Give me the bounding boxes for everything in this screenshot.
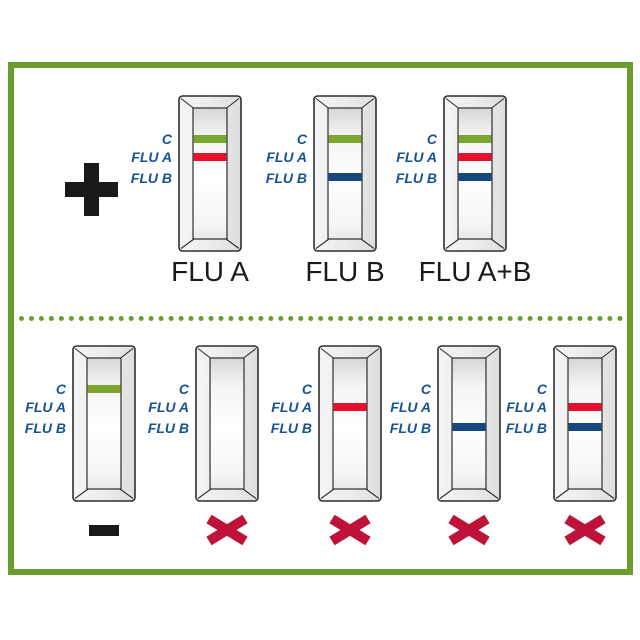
line-label-flu-b: FLU B: [130, 170, 172, 186]
cross-icon: [446, 514, 492, 546]
strip-title: FLU A: [171, 256, 249, 287]
flu-a-line: [568, 403, 602, 411]
line-label-flu-a: FLU A: [390, 399, 431, 415]
flu-a-line: [333, 403, 367, 411]
cassette-window: [332, 357, 368, 490]
strip-title: FLU B: [305, 256, 385, 287]
test-cassette: [72, 345, 136, 502]
test-cassette: [195, 345, 259, 502]
cross-icon: [204, 514, 250, 546]
test-cassette: [437, 345, 501, 502]
test-cassette: [443, 95, 507, 252]
line-label-flu-b: FLU B: [395, 170, 437, 186]
cross-icon: [562, 514, 608, 546]
control-line: [193, 135, 227, 143]
line-label-flu-a: FLU A: [396, 149, 437, 165]
line-label-flu-b: FLU B: [389, 420, 431, 436]
line-label-flu-b: FLU B: [265, 170, 307, 186]
flu-b-line: [568, 423, 602, 431]
line-label-flu-b: FLU B: [505, 420, 547, 436]
test-cassette: [313, 95, 377, 252]
line-label-control: C: [426, 131, 437, 147]
cross-icon: [327, 514, 373, 546]
cassette-window: [209, 357, 245, 490]
line-label-flu-a: FLU A: [25, 399, 66, 415]
line-label-control: C: [178, 381, 189, 397]
line-label-flu-b: FLU B: [270, 420, 312, 436]
dotted-divider: [19, 316, 623, 321]
strip-title: FLU A+B: [418, 256, 532, 287]
test-cassette: [178, 95, 242, 252]
control-line: [87, 385, 121, 393]
cassette-window: [192, 107, 228, 240]
line-label-flu-a: FLU A: [506, 399, 547, 415]
minus-icon: [89, 525, 119, 536]
flu-b-line: [328, 173, 362, 181]
line-label-flu-a: FLU A: [266, 149, 307, 165]
plus-icon: [65, 163, 118, 216]
control-line: [328, 135, 362, 143]
line-label-flu-a: FLU A: [131, 149, 172, 165]
flu-a-line: [193, 153, 227, 161]
line-label-control: C: [161, 131, 172, 147]
flu-b-line: [452, 423, 486, 431]
line-label-control: C: [536, 381, 547, 397]
line-label-flu-b: FLU B: [147, 420, 189, 436]
flu-a-line: [458, 153, 492, 161]
test-cassette: [553, 345, 617, 502]
line-label-flu-b: FLU B: [24, 420, 66, 436]
line-label-control: C: [55, 381, 66, 397]
cassette-window: [86, 357, 122, 490]
line-label-flu-a: FLU A: [271, 399, 312, 415]
line-label-control: C: [301, 381, 312, 397]
line-label-flu-a: FLU A: [148, 399, 189, 415]
test-cassette: [318, 345, 382, 502]
control-line: [458, 135, 492, 143]
line-label-control: C: [296, 131, 307, 147]
flu-b-line: [458, 173, 492, 181]
line-label-control: C: [420, 381, 431, 397]
